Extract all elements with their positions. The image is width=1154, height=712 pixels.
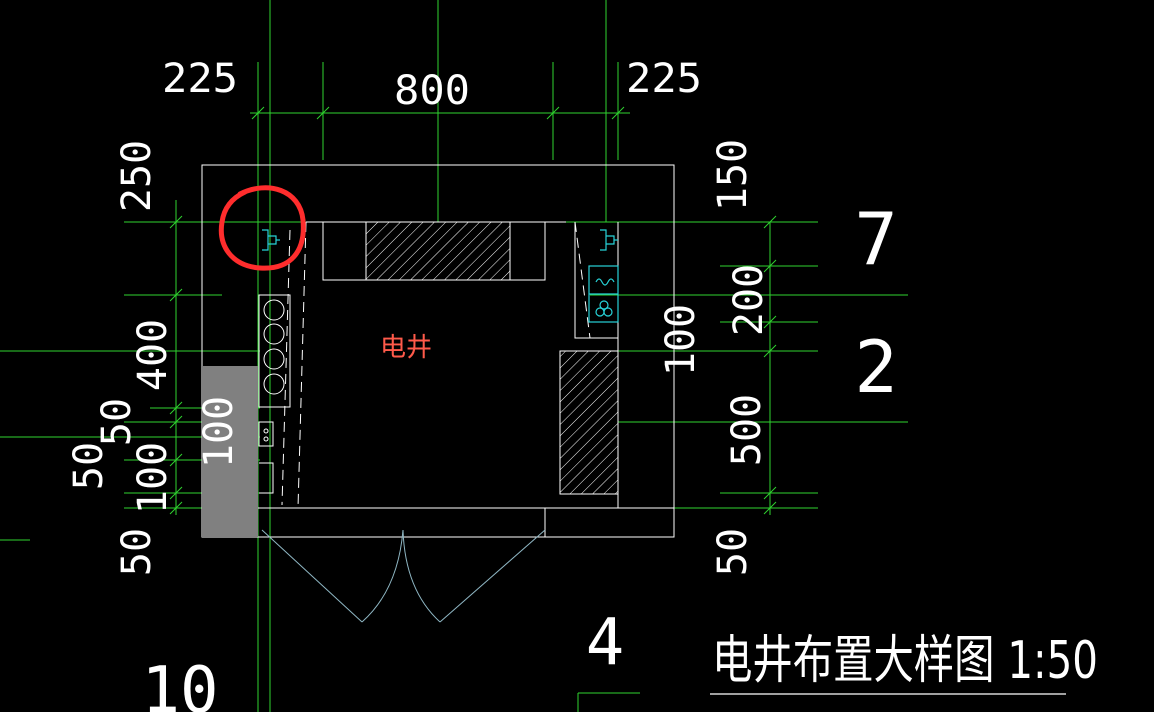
cable-tray-dashes: [281, 221, 591, 509]
dim-top-left: 225: [162, 56, 238, 102]
dim-left-mid-a: 50: [94, 398, 140, 446]
dim-right-top: 150: [710, 139, 756, 211]
dim-right-upper: 200: [726, 264, 772, 336]
socket-icon: [262, 229, 280, 251]
annotation-circle: [218, 185, 306, 271]
double-door: [261, 529, 546, 623]
room-label: 电井: [380, 333, 432, 363]
fan-coil-icon: [588, 265, 619, 323]
dim-right-inner: 100: [658, 304, 704, 376]
drawing-title: 电井布置大样图 1:50: [712, 631, 1098, 691]
socket-right-icon: [600, 229, 618, 251]
dim-left-top: 250: [114, 140, 160, 212]
dim-left-bottom: 50: [114, 528, 160, 576]
dim-right-lower: 500: [724, 394, 770, 466]
axis-label-10: 10: [141, 654, 218, 712]
dim-left-panel: 100: [196, 396, 242, 468]
right-hatched-cabinet: [559, 350, 619, 495]
axis-label-7: 7: [854, 197, 897, 281]
dim-left-mid-b: 50: [66, 442, 112, 490]
dim-top-right: 225: [626, 56, 702, 102]
top-hatched-cabinet: [365, 221, 511, 281]
axis-label-2: 2: [854, 325, 897, 409]
dim-left-upper: 400: [130, 319, 176, 391]
dim-right-bottom: 50: [710, 528, 756, 576]
dim-top-middle: 800: [394, 68, 470, 114]
axis-label-4: 4: [586, 606, 625, 680]
dim-left-mid-c: 100: [130, 442, 176, 514]
conduit-stack: [258, 294, 291, 494]
grey-wall-panel: [202, 366, 258, 537]
